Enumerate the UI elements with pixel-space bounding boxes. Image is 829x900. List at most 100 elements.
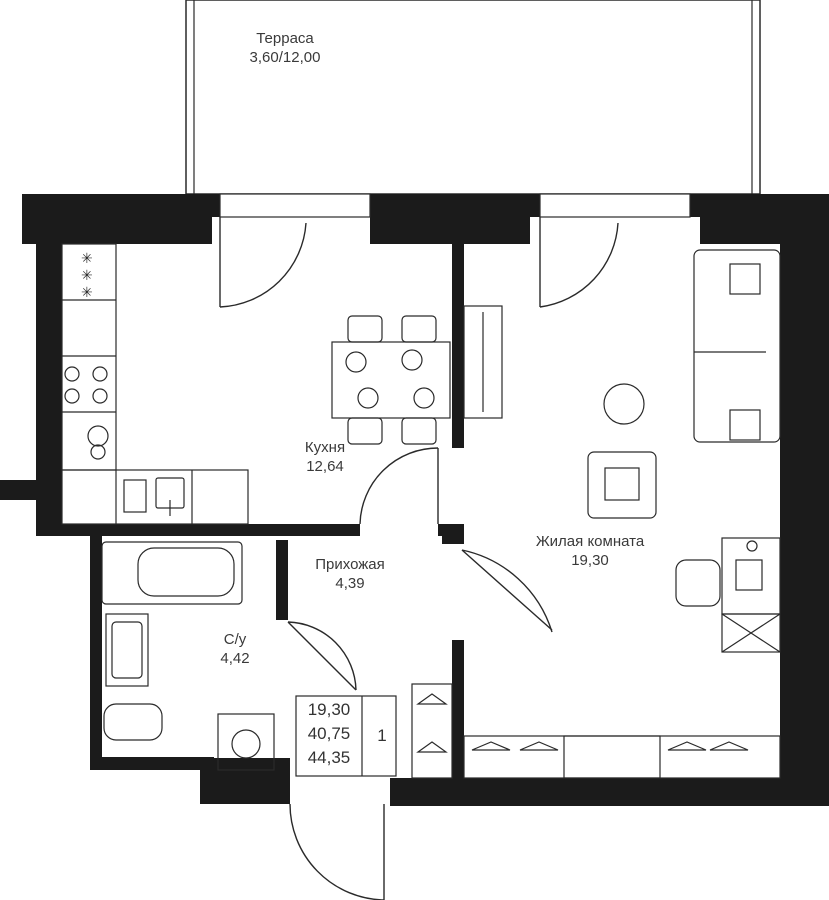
terrace-name: Терраса	[256, 30, 314, 47]
dining-chair	[401, 417, 437, 445]
wall-divider-joint	[442, 524, 464, 544]
area-values: 19,30 40,75 44,35	[296, 698, 362, 770]
toilet	[103, 703, 163, 741]
storage-box	[721, 613, 781, 653]
door-living-arc	[461, 549, 553, 633]
door-living-terrace-arc	[539, 222, 619, 308]
bathroom-area: 4,42	[220, 650, 250, 667]
desk	[721, 537, 781, 615]
wall-bottom-left	[200, 758, 290, 804]
wall-left	[36, 194, 62, 532]
windows	[219, 193, 691, 218]
door-entry-arc	[289, 803, 385, 900]
wall-bath-right	[276, 540, 288, 620]
bathroom-label: С/у 4,42	[200, 630, 270, 668]
washbasin	[105, 613, 149, 687]
armchair-cushion	[604, 467, 640, 501]
total-with-terrace: 44,35	[307, 748, 351, 767]
area-summary: 19,30 40,75 44,35 1	[296, 696, 396, 776]
living-area: 19,30	[571, 552, 609, 569]
wall-right	[780, 194, 829, 806]
area-summary-box	[295, 695, 397, 777]
wall-bath-bottom	[90, 757, 214, 770]
hanger-icon	[667, 741, 707, 751]
window-living	[539, 193, 691, 218]
bathtub	[101, 541, 243, 605]
hanger-icon	[471, 741, 511, 751]
terrace-area: 3,60/12,00	[249, 49, 321, 66]
terrace-label: Терраса 3,60/12,00	[230, 29, 340, 67]
hanger-icon	[416, 693, 448, 705]
cup-icon	[746, 540, 758, 552]
stove-burner-icon	[92, 366, 108, 382]
living-area-total: 19,30	[307, 700, 351, 719]
sofa-cushion	[729, 409, 761, 441]
shoe-rack	[563, 735, 661, 779]
kitchen-label: Кухня 12,64	[285, 438, 365, 476]
wall-bottom-right	[390, 778, 829, 806]
plate-icon	[357, 387, 379, 409]
kitchen-furniture: ✳✳✳	[61, 243, 249, 525]
dishwasher-icon	[87, 425, 109, 447]
dining-set	[331, 315, 451, 445]
wardrobe-living	[463, 735, 781, 779]
hood-icon: ✳✳✳	[81, 250, 93, 300]
window-kitchen	[219, 193, 371, 218]
tv-unit	[463, 305, 503, 419]
wall-divider-upper	[452, 238, 464, 448]
dining-chair	[347, 315, 383, 343]
tv-stand	[463, 305, 503, 419]
hallway-name: Прихожая	[315, 556, 385, 573]
wall-divider-lower	[452, 640, 464, 805]
living-name: Жилая комната	[535, 533, 645, 550]
kitchen-counter-bottom	[61, 469, 249, 525]
oven-icon	[123, 479, 147, 513]
kitchen-name: Кухня	[304, 439, 346, 456]
door-bath-leaf	[287, 621, 357, 691]
door-kitchen-arc	[359, 447, 439, 525]
total-area: 40,75	[307, 724, 351, 743]
armchair	[587, 451, 657, 519]
wall-bath-left	[90, 524, 102, 770]
washbasin-bowl	[111, 621, 143, 679]
stove-burner-icon	[64, 388, 80, 404]
wardrobe-hall	[411, 683, 453, 779]
hanger-icon	[416, 741, 448, 753]
washing-machine-drum	[231, 729, 261, 759]
stove-burner-icon	[64, 366, 80, 382]
stove-burner-icon	[92, 388, 108, 404]
hallway-label: Прихожая 4,39	[300, 555, 400, 593]
dining-chair	[347, 417, 383, 445]
plate-icon	[401, 349, 423, 371]
wall-top-right-inner	[700, 194, 780, 244]
sofa	[693, 249, 781, 443]
living-label: Жилая комната 19,30	[520, 532, 660, 570]
walls	[0, 194, 829, 806]
monitor-icon	[735, 559, 763, 591]
room-count: 1	[377, 726, 387, 745]
svg-text:✳: ✳	[81, 284, 93, 300]
door-kitchen-terrace-arc	[219, 222, 307, 308]
bathroom-fixtures	[101, 541, 275, 771]
washing-machine	[217, 713, 275, 771]
office-chair	[675, 559, 721, 607]
wardrobes	[411, 683, 781, 779]
dishwasher-icon	[90, 444, 106, 460]
sofa-cushion	[729, 263, 761, 295]
dining-table	[331, 341, 451, 419]
living-furniture	[587, 249, 781, 653]
door-living-leaf	[461, 549, 553, 631]
hanger-icon	[519, 741, 559, 751]
plate-icon	[345, 351, 367, 373]
hallway-area: 4,39	[335, 575, 365, 592]
svg-text:✳: ✳	[81, 250, 93, 266]
door-bath-arc	[287, 621, 357, 691]
hanger-icon	[709, 741, 749, 751]
plate-icon	[413, 387, 435, 409]
wall-left-stub	[0, 480, 62, 500]
bathtub-basin	[137, 547, 235, 597]
wall-top-middle-inner	[370, 194, 530, 244]
bathroom-name: С/у	[223, 631, 247, 648]
doors	[219, 217, 619, 900]
